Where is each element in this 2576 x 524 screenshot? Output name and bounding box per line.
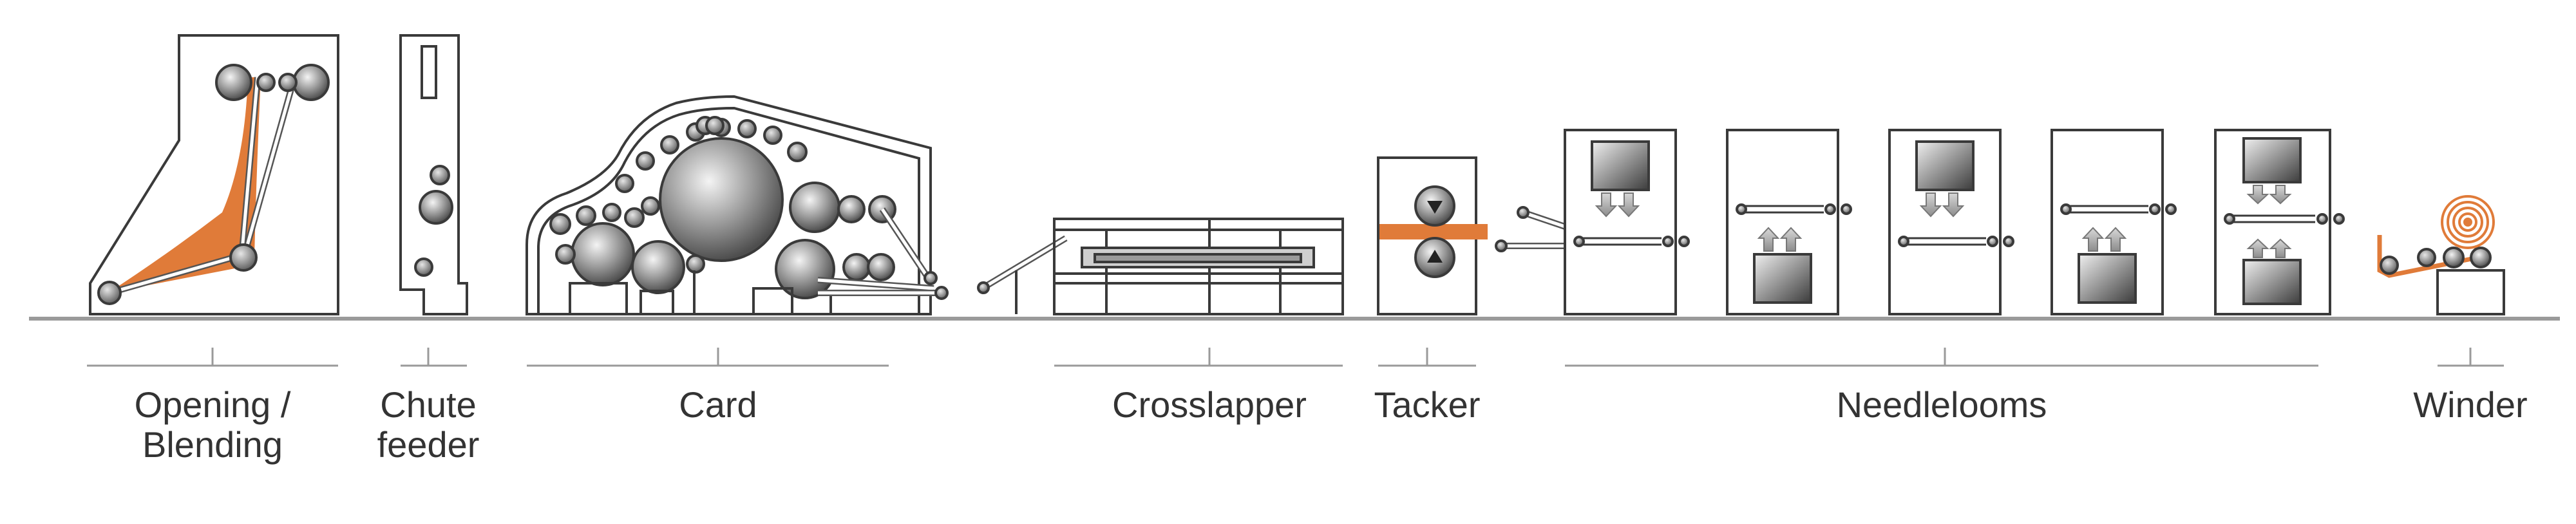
crosslapper-machine: [977, 218, 1344, 315]
tacker-machine: [1377, 156, 1488, 315]
chute-feeder-machine: [399, 34, 468, 315]
needleloom-1: [1564, 129, 1690, 315]
needleloom-5: [2214, 129, 2345, 315]
fabric-roll-icon: [2441, 195, 2495, 249]
stage-brackets: [87, 348, 2504, 367]
bracket-needlelooms: [1565, 348, 2318, 367]
bracket-crosslapper: [1054, 348, 1343, 367]
stage-label-winder: Winder: [2413, 384, 2528, 425]
bracket-chute-feeder: [401, 348, 467, 367]
card-machine: [526, 95, 949, 315]
stage-label-needlelooms: Needlelooms: [1836, 384, 2047, 425]
needleloom-3: [1888, 129, 2014, 315]
bracket-tacker: [1378, 348, 1476, 367]
bracket-winder: [2438, 348, 2504, 367]
bracket-opening-blending: [87, 348, 338, 367]
stage-label-tacker: Tacker: [1374, 384, 1481, 425]
transfer-conveyor: [1495, 206, 1566, 252]
needleloom-4: [2050, 129, 2177, 315]
needleloom-2: [1726, 129, 1852, 315]
winder-machine: [2377, 195, 2505, 315]
stage-label-card: Card: [679, 384, 757, 425]
stage-label-opening-blending: Opening / Blending: [134, 384, 291, 465]
stage-label-chute-feeder: Chute feeder: [377, 384, 480, 465]
stage-label-crosslapper: Crosslapper: [1112, 384, 1307, 425]
bracket-card: [527, 348, 889, 367]
opening-blending-machine: [89, 34, 339, 315]
